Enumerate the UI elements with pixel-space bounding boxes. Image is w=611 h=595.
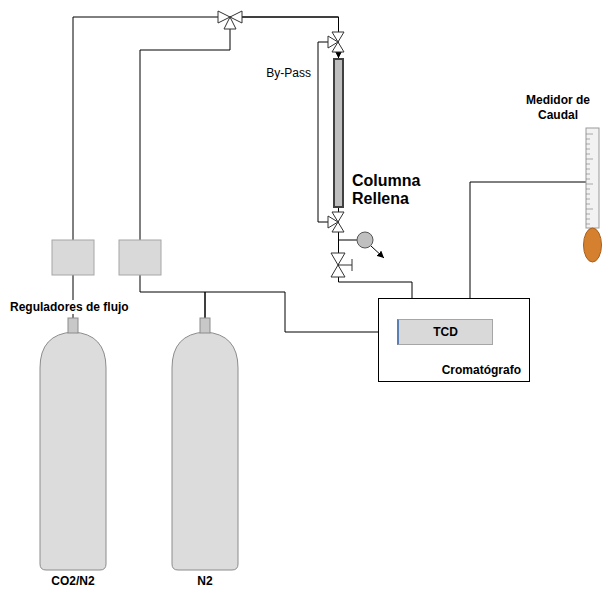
node-label: Cromatógrafo: [442, 363, 521, 377]
scale-tick: [586, 164, 590, 165]
vent-arrow: [371, 246, 384, 258]
valve-part: [224, 17, 236, 29]
cylinder-body: [172, 332, 238, 570]
scale-tick: [586, 184, 593, 185]
scale-tick: [586, 199, 590, 200]
scale-tick: [586, 139, 590, 140]
three-way-valve: [328, 212, 344, 232]
scale-tick: [586, 154, 590, 155]
scale-tick: [586, 179, 590, 180]
gauge-line: [338, 240, 357, 241]
scale-tick: [586, 134, 593, 135]
flow-regulator: [52, 240, 94, 275]
scale-tick: [586, 159, 593, 160]
scale-tick: [586, 174, 590, 175]
scale-tick: [586, 219, 590, 220]
cylinder-neck: [200, 318, 210, 333]
node-label: TCD: [433, 325, 458, 339]
part-label: Reguladores de flujo: [8, 300, 131, 314]
scale-tick: [586, 149, 590, 150]
gas-cylinder: N2: [172, 318, 238, 570]
meter-tube: [586, 128, 599, 228]
cylinder-body: [40, 332, 106, 570]
scale-tick: [586, 144, 590, 145]
needle-valve: [331, 253, 352, 277]
valve-handle: [352, 259, 353, 271]
valve-part: [328, 216, 338, 228]
pipe-connector: [205, 292, 397, 332]
scale-tick: [586, 214, 590, 215]
scale-tick: [586, 169, 590, 170]
three-way-valve: [218, 11, 242, 29]
pressure-gauge: [357, 232, 373, 248]
scale-tick: [586, 204, 590, 205]
valve-handle: [338, 265, 352, 266]
meter-bulb: [584, 228, 602, 262]
node-label: N2: [152, 574, 258, 588]
valve-part: [331, 253, 345, 265]
detector-box: TCD: [397, 319, 493, 345]
cylinder-outline: [172, 318, 238, 570]
scale-tick: [586, 194, 590, 195]
node-label: CO2/N2: [20, 574, 126, 588]
scale-tick: [586, 209, 593, 210]
cylinder-neck: [68, 318, 78, 333]
flow-meter-outline: [586, 128, 599, 228]
bypass-line: [318, 42, 328, 222]
scale-tick: [586, 189, 590, 190]
node-label: Columna Rellena: [352, 172, 442, 209]
chromatograph-box: TCD Cromatógrafo: [378, 298, 530, 382]
flow-meter: Medidor de Caudal: [586, 128, 599, 228]
node-label: Medidor de Caudal: [517, 93, 599, 122]
part-label: By-Pass: [266, 66, 311, 80]
gas-cylinder: CO2/N2: [40, 318, 106, 570]
scale-tick: [586, 224, 590, 225]
pipe-connector: [73, 17, 339, 318]
flow-regulator: [119, 240, 161, 275]
packed-column: Columna Rellena: [333, 58, 344, 208]
pipe-connector: [140, 17, 339, 318]
valve-part: [328, 36, 338, 48]
valve-part: [331, 265, 345, 277]
three-way-valve: [328, 32, 344, 52]
cylinder-outline: [40, 318, 106, 570]
